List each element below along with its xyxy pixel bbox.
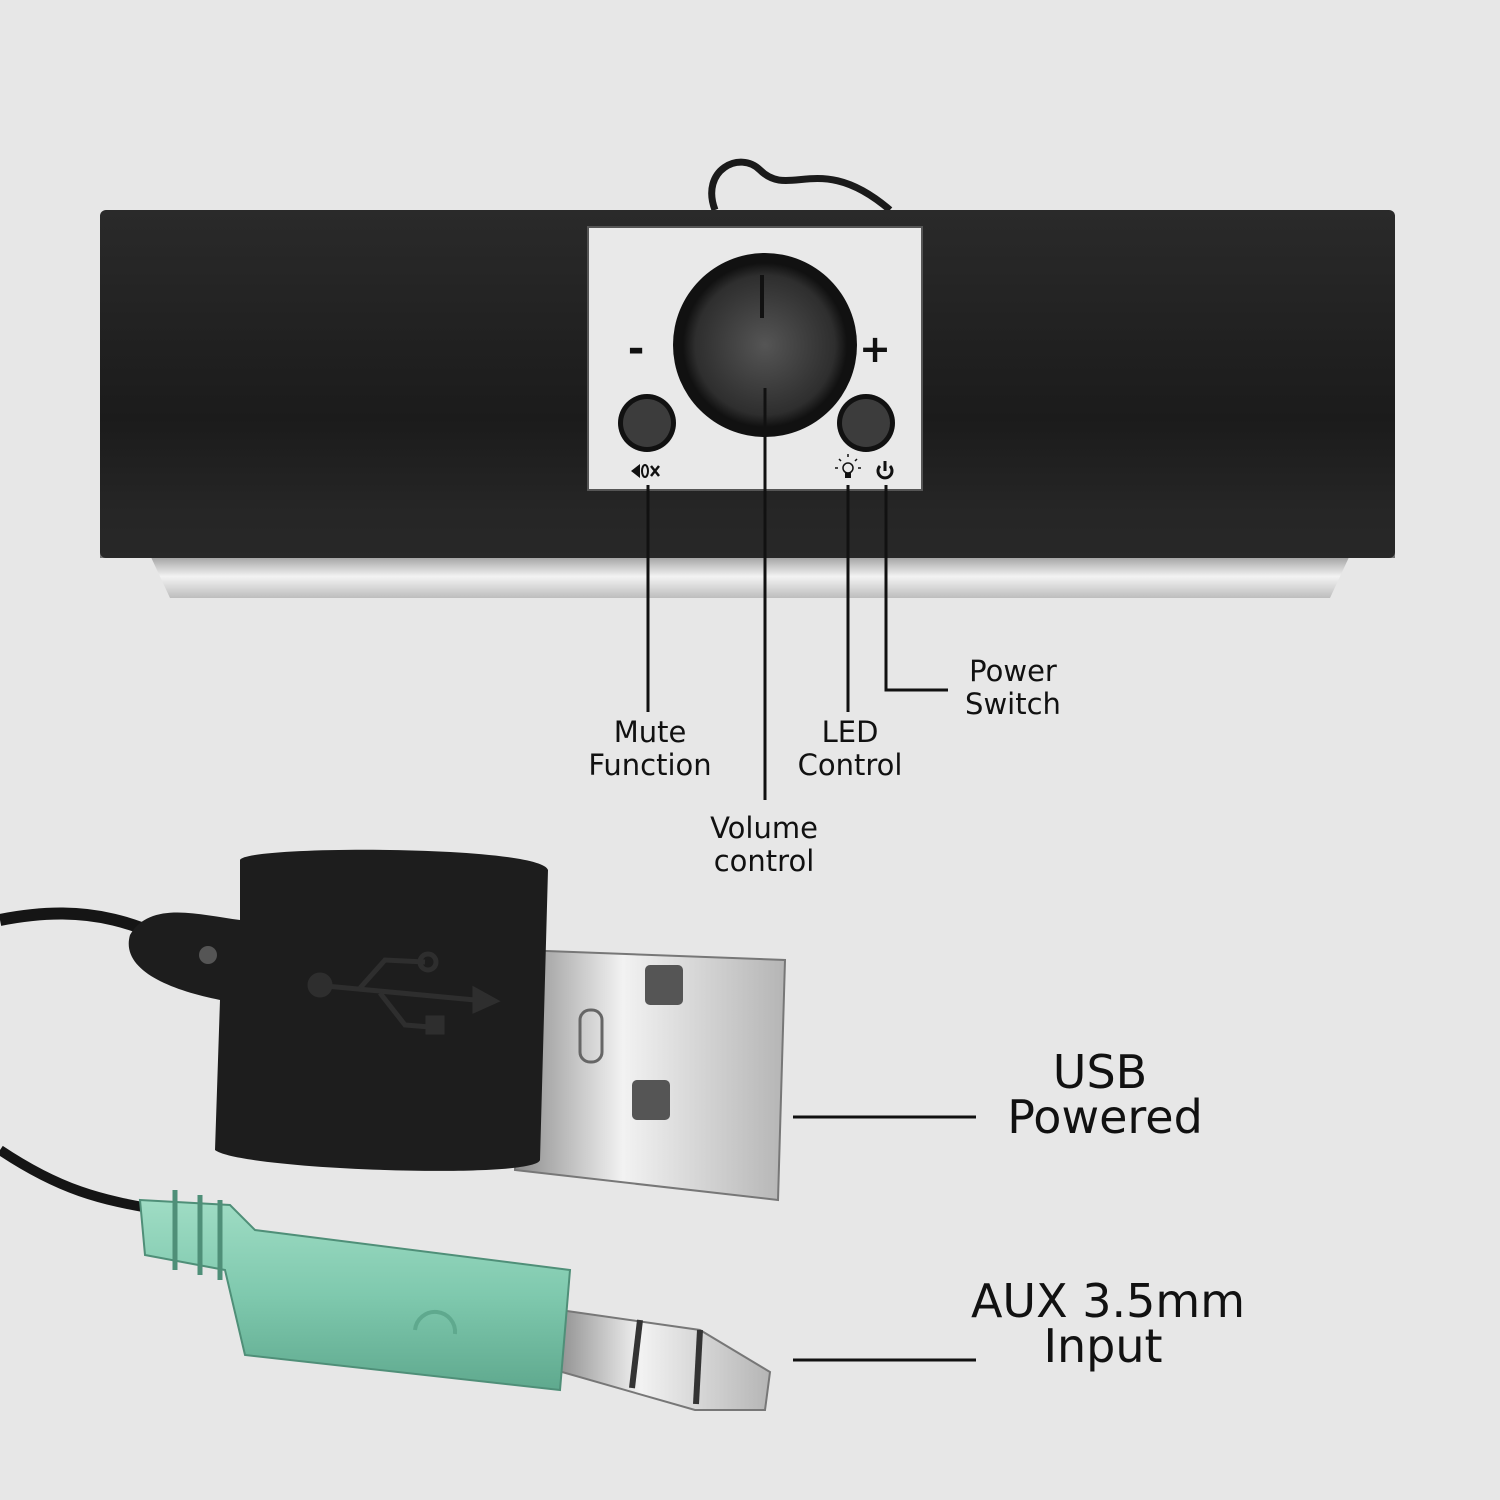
- power-label-2: Switch: [965, 687, 1061, 721]
- usb-plug: [128, 849, 787, 1202]
- speaker-cable: [708, 158, 893, 213]
- aux-label-1: AUX 3.5mm: [971, 1274, 1245, 1328]
- usb-label-1: USB: [1053, 1045, 1147, 1099]
- mute-label-1: Mute: [614, 715, 687, 749]
- mute-label-2: Function: [588, 748, 711, 782]
- aux-plug: [138, 1190, 772, 1411]
- plus-label: +: [859, 327, 891, 371]
- mute-icon: [631, 464, 660, 478]
- headphone-icon: [413, 1309, 458, 1335]
- volume-label-2: control: [714, 844, 815, 878]
- power-label-1: Power: [969, 654, 1057, 688]
- speaker-base-strip: [150, 555, 1350, 598]
- led-label-1: LED: [822, 715, 879, 749]
- aux-cable: [0, 1145, 161, 1215]
- power-icon: [876, 461, 894, 480]
- volume-label-1: Volume: [710, 811, 818, 845]
- led-bulb-icon: [835, 454, 861, 478]
- usb-trident-icon: [307, 951, 501, 1035]
- led-label-2: Control: [798, 748, 903, 782]
- power-callout-line: [884, 485, 948, 692]
- minus-label: -: [628, 326, 645, 372]
- usb-label-2: Powered: [1007, 1090, 1203, 1144]
- aux-label-2: Input: [1043, 1319, 1162, 1373]
